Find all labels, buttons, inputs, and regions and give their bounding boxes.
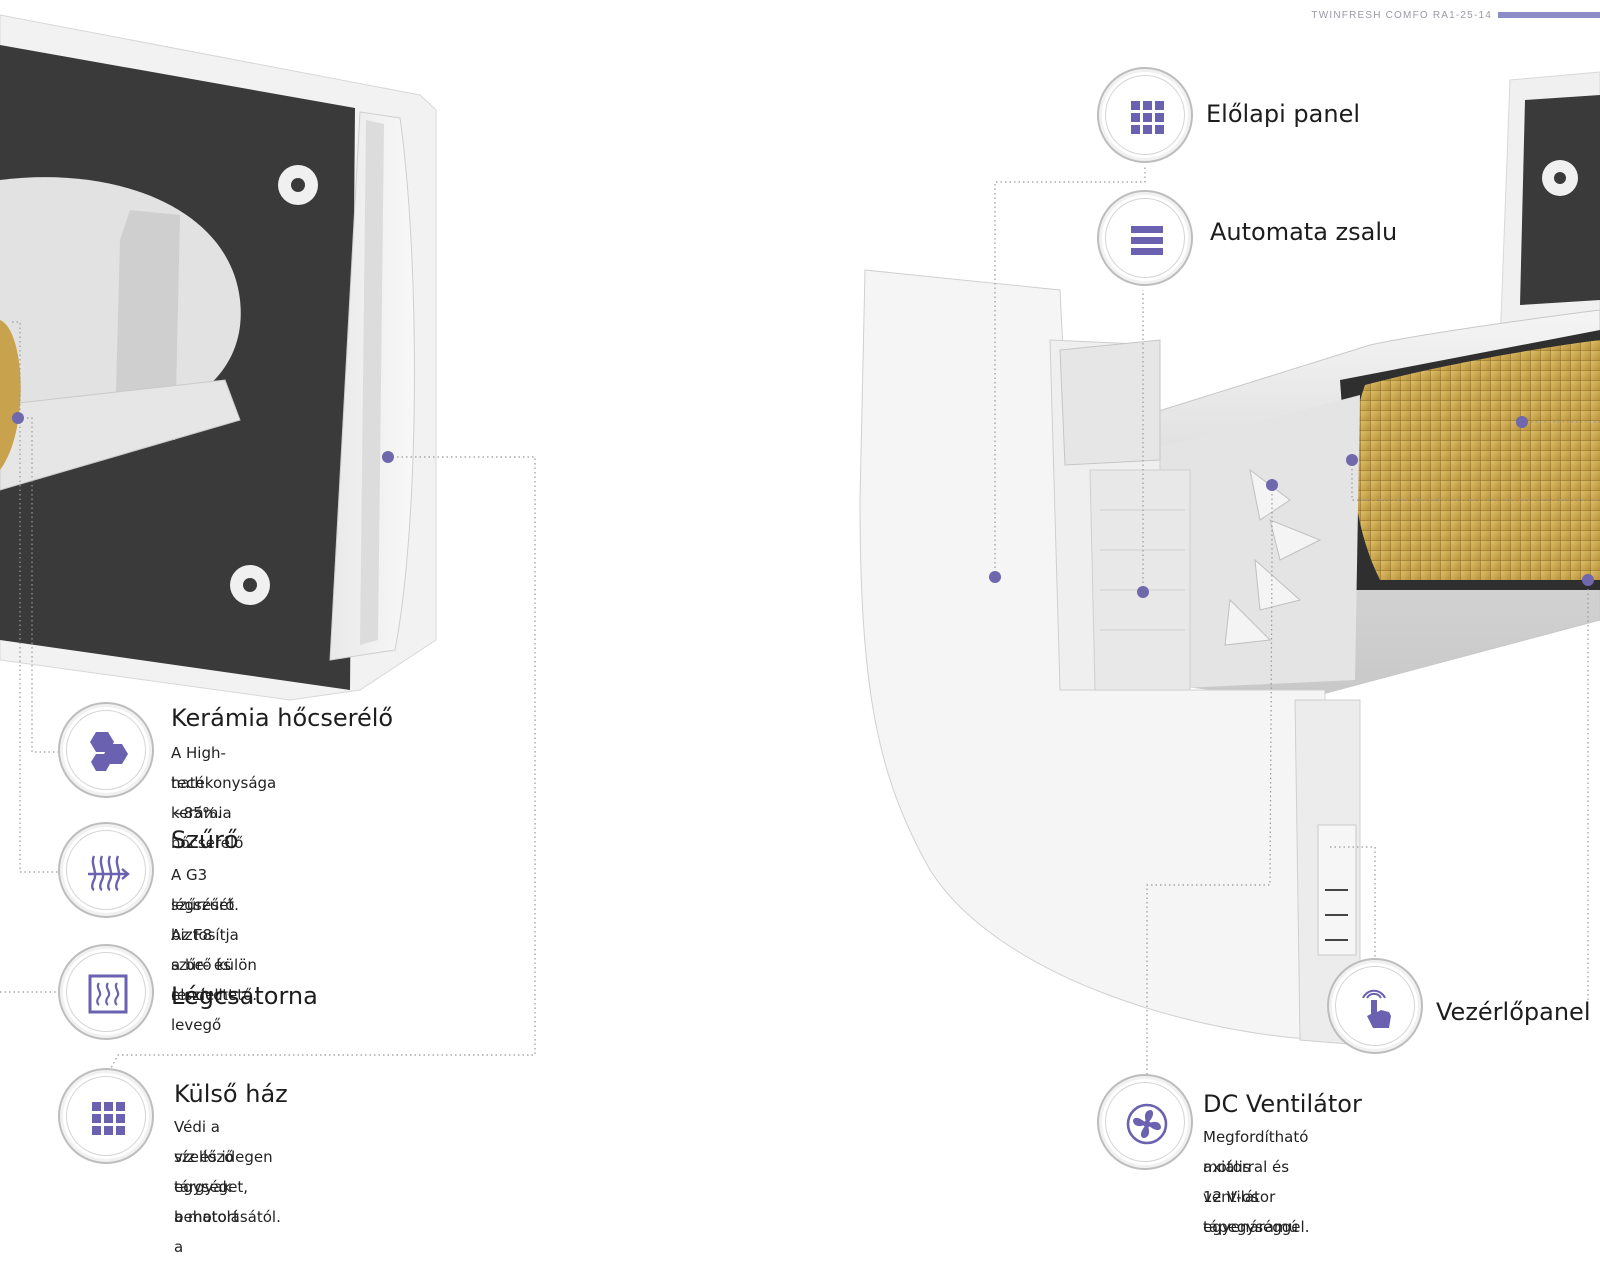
touch-hand-icon xyxy=(1362,989,1391,1028)
filter-icon xyxy=(88,855,130,892)
header-accent-bar xyxy=(1498,12,1600,18)
fan-title: DC Ventilátor xyxy=(1203,1090,1362,1118)
duct-title: Légcsatorna xyxy=(171,982,318,1010)
filter-description-line1: A G3 légszűrő biztosítja a be- és elszív… xyxy=(171,866,239,1034)
control-icon-badge xyxy=(1327,958,1423,1054)
ceramic-icon-badge xyxy=(58,702,154,798)
duct-icon-badge xyxy=(58,944,154,1040)
grid-icon xyxy=(92,1102,125,1135)
marker-dot xyxy=(989,571,1001,583)
housing-icon-badge xyxy=(58,1068,154,1164)
grid-icon xyxy=(1131,101,1164,134)
control-title: Vezérlőpanel xyxy=(1436,998,1591,1026)
marker-dot xyxy=(1346,454,1358,466)
marker-dot xyxy=(12,412,24,424)
marker-dot xyxy=(382,451,394,463)
fan-icon xyxy=(1126,1103,1168,1145)
filter-description-line2: szűrését. Az F8 szűrő külön rendelhető. xyxy=(171,896,258,1004)
housing-title: Külső ház xyxy=(174,1080,288,1108)
bars-icon xyxy=(1131,226,1163,255)
marker-dot xyxy=(1266,479,1278,491)
fan-icon-badge xyxy=(1097,1074,1193,1170)
ceramic-description-line1: A High-tech kerámia hőcserélő xyxy=(171,744,244,852)
product-illustration xyxy=(0,14,1600,1075)
filter-title: Szűrő xyxy=(171,826,239,854)
housing-description-line2: víz és idegen tárgyak behatolásától. xyxy=(174,1148,281,1226)
ceramic-description-line2: hatékonysága ~85%. xyxy=(171,774,277,822)
marker-dot xyxy=(1516,416,1528,428)
shutter-icon-badge xyxy=(1097,190,1193,286)
shutter-title: Automata zsalu xyxy=(1210,218,1398,246)
marker-dot xyxy=(1137,586,1149,598)
document-code: TWINFRESH COMFO RA1-25-14 xyxy=(1311,10,1492,21)
filter-icon-badge xyxy=(58,822,154,918)
fan-description-line2: motorral és 12 V-os tápegységgel. xyxy=(1203,1158,1310,1236)
heat-waves-icon xyxy=(88,974,128,1014)
front-panel-icon-badge xyxy=(1097,67,1193,163)
marker-dot xyxy=(1582,574,1594,586)
front-panel-title: Előlapi panel xyxy=(1206,100,1361,128)
hexagon-cluster-icon xyxy=(90,732,128,771)
ceramic-title: Kerámia hőcserélő xyxy=(171,704,394,732)
